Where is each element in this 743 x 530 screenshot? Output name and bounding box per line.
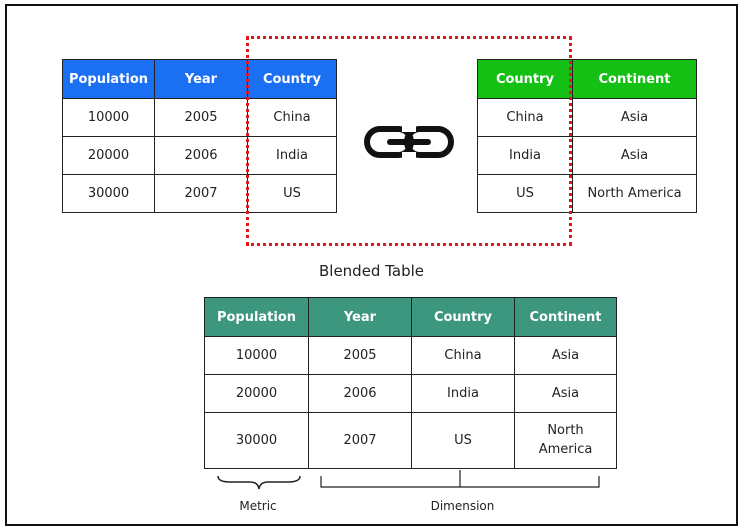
table-cell: 2007 [308,412,412,469]
table-cell: 2005 [308,336,412,375]
table-row: India Asia [477,136,697,175]
table-cell: 2006 [154,136,248,175]
table-row: US North America [477,174,697,213]
table-cell: China [411,336,515,375]
table-row: 20000 2006 India Asia [204,374,617,413]
column-header: Country [411,297,515,337]
table-cell: India [247,136,337,175]
dimension-label: Dimension [430,499,495,513]
table-row: 10000 2005 China Asia [204,336,617,375]
column-header: Continent [514,297,617,337]
table-cell: India [477,136,573,175]
table-row: 30000 2007 US [62,174,337,213]
continent-table: Country Continent China Asia India Asia … [477,59,697,213]
table-row: China Asia [477,98,697,137]
table-cell: 30000 [62,174,155,213]
table-cell: Asia [514,336,617,375]
blended-table-title: Blended Table [318,262,425,280]
table-cell: Asia [572,98,697,137]
table-cell: India [411,374,515,413]
join-key-highlight [246,36,572,246]
table-cell: 20000 [204,374,309,413]
table-cell: 10000 [204,336,309,375]
table-cell: China [477,98,573,137]
table-cell: Asia [572,136,697,175]
metric-label: Metric [239,499,277,513]
table-row: 20000 2006 India [62,136,337,175]
table-cell: Asia [514,374,617,413]
table-cell: US [411,412,515,469]
population-table: Population Year Country 10000 2005 China… [62,59,337,213]
table-cell: 30000 [204,412,309,469]
column-header: Year [308,297,412,337]
column-header: Population [62,59,155,99]
column-header: Year [154,59,248,99]
table-row: 30000 2007 US North America [204,412,617,469]
table-cell: 10000 [62,98,155,137]
table-cell: US [477,174,573,213]
table-cell: 20000 [62,136,155,175]
link-icon [364,124,454,160]
table-cell: North America [572,174,697,213]
table-cell: 2005 [154,98,248,137]
table-header-row: Population Year Country Continent [204,297,617,337]
table-header-row: Population Year Country [62,59,337,99]
table-cell: 2006 [308,374,412,413]
table-cell: China [247,98,337,137]
column-header: Continent [572,59,697,99]
table-cell: North America [514,412,617,469]
table-header-row: Country Continent [477,59,697,99]
column-header: Country [477,59,573,99]
column-header: Country [247,59,337,99]
table-cell: US [247,174,337,213]
column-header: Population [204,297,309,337]
table-cell: 2007 [154,174,248,213]
blended-table: Population Year Country Continent 10000 … [204,297,617,469]
